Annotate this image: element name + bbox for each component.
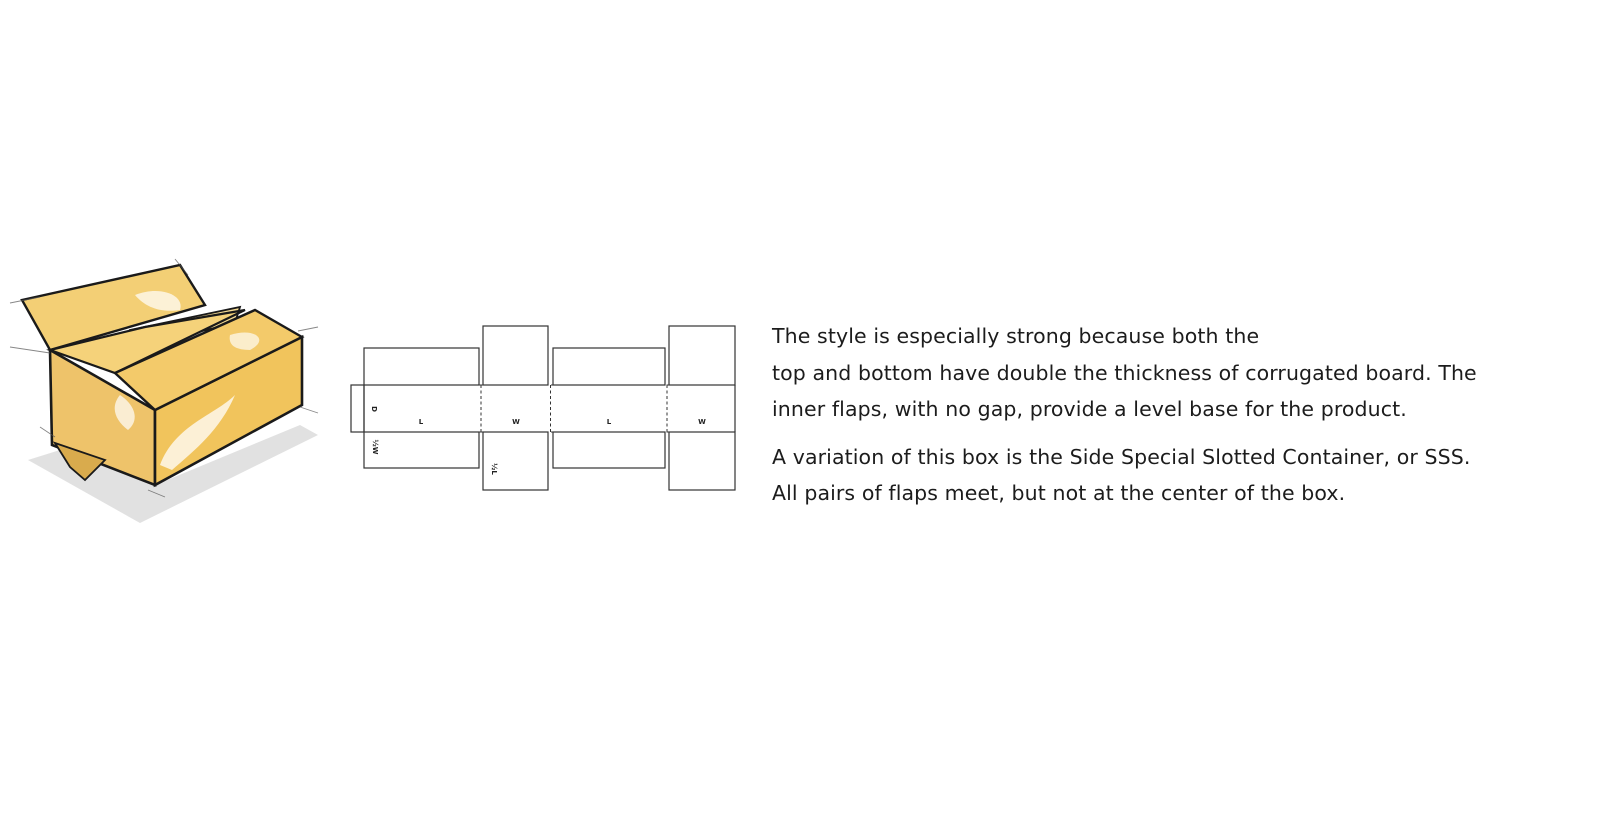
- glue-tab: [350, 384, 365, 433]
- bottom-flap-4: [668, 431, 736, 491]
- box-flap-bottom: [52, 441, 107, 482]
- dim-label-length-2: L: [607, 418, 612, 426]
- dim-label-length-1: L: [419, 418, 424, 426]
- box-style-description: The style is especially strong because b…: [772, 318, 1587, 512]
- description-line-1: The style is especially strong because b…: [772, 324, 1260, 348]
- dim-label-width-2: W: [698, 418, 706, 426]
- ground-shadow: [28, 425, 318, 523]
- box-illustration: [9, 258, 319, 523]
- box-flap-top-left: [46, 308, 246, 375]
- dim-label-depth: D: [370, 406, 378, 412]
- bottom-flap-2: [482, 431, 549, 491]
- box-flap-back: [20, 263, 207, 352]
- description-line-2: top and bottom have double the thickness…: [772, 360, 1477, 385]
- top-flap-1: [363, 347, 480, 386]
- description-line-3: inner flaps, with no gap, provide a leve…: [772, 397, 1407, 421]
- bottom-flap-3: [552, 431, 666, 469]
- box-highlight-3: [135, 290, 181, 311]
- box-highlight-1: [160, 395, 235, 470]
- top-flap-4: [668, 325, 736, 386]
- box-dieline-diagram: D L W L W ½W ½L: [350, 325, 736, 491]
- dim-label-flap-2: ½L: [490, 463, 498, 475]
- dim-label-flap-1: ½W: [371, 440, 379, 455]
- description-line-4: A variation of this box is the Side Spec…: [772, 444, 1471, 469]
- top-flap-2: [482, 325, 549, 386]
- box-highlight-4: [229, 332, 260, 350]
- description-line-5: All pairs of flaps meet, but not at the …: [772, 481, 1346, 505]
- dim-label-width-1: W: [512, 418, 520, 426]
- bottom-flap-1: [363, 431, 480, 469]
- box-highlight-2: [114, 395, 135, 430]
- top-flap-3: [552, 347, 666, 386]
